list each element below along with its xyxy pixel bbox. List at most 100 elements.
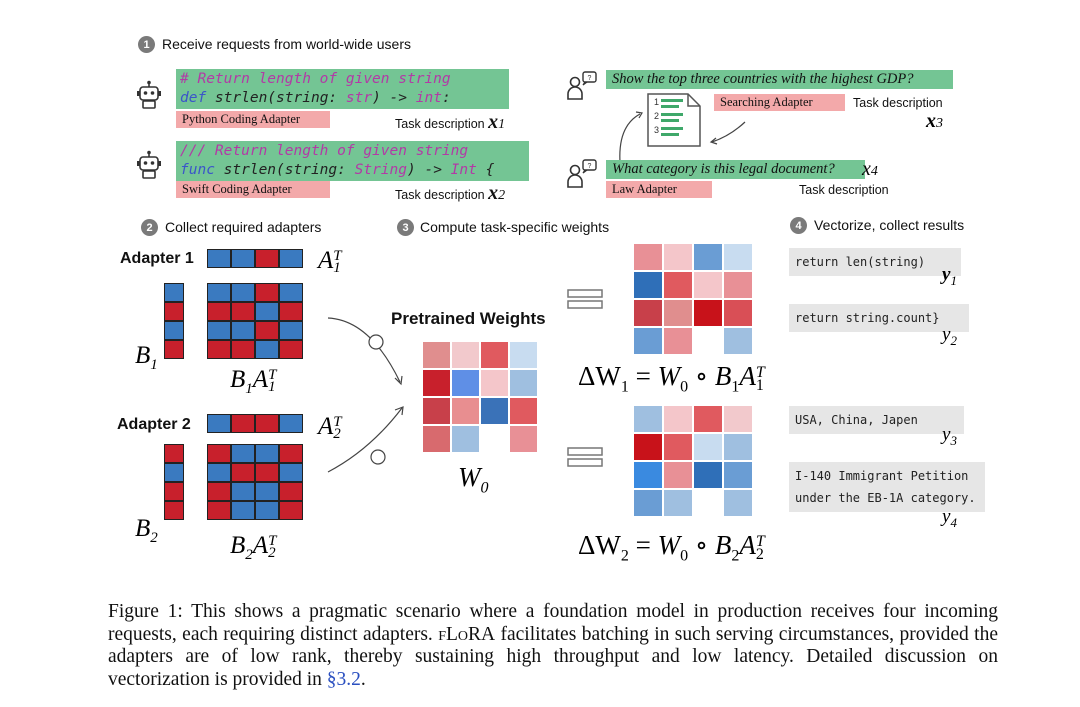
result-y2-box: return string.count} xyxy=(789,304,969,332)
delta-w2-matrix-cell xyxy=(723,461,753,489)
a2-row-matrix-cell xyxy=(231,414,255,433)
step-2-text: Collect required adapters xyxy=(165,219,322,235)
delta-w2-matrix-cell xyxy=(663,405,693,433)
adapter-1-label: Adapter 1 xyxy=(120,250,194,267)
python-code-request: # Return length of given string def strl… xyxy=(176,69,509,109)
b2a2-product-matrix-cell xyxy=(207,501,231,520)
step-2-badge: 2 xyxy=(141,219,158,236)
a1-row-matrix-cell xyxy=(255,249,279,268)
b2a2-product-matrix-cell xyxy=(231,482,255,501)
figure-caption: Figure 1: This shows a pragmatic scenari… xyxy=(108,601,998,690)
b2a2-product-matrix-cell xyxy=(279,501,303,520)
delta-w1-matrix-cell xyxy=(663,271,693,299)
a2-row-matrix-cell xyxy=(255,414,279,433)
w0-matrix-cell xyxy=(422,425,451,453)
b1a1-product-matrix-cell xyxy=(207,340,231,359)
delta-w1-matrix-cell xyxy=(693,243,723,271)
document-icon: 1 2 3 xyxy=(647,93,701,147)
delta-w2-matrix-cell xyxy=(693,405,723,433)
w0-label: W0 xyxy=(458,462,489,497)
b2a2-product-matrix-cell xyxy=(231,444,255,463)
b1a1-product-matrix-cell xyxy=(231,302,255,321)
b1a1-product-matrix-cell xyxy=(207,283,231,302)
robot-icon xyxy=(137,80,161,109)
delta-w1-matrix-cell xyxy=(693,299,723,327)
delta-w1-matrix-cell xyxy=(693,271,723,299)
a1-row-matrix-cell xyxy=(231,249,255,268)
step-3-badge: 3 xyxy=(397,219,414,236)
python-adapter-tag: Python Coding Adapter xyxy=(176,111,330,128)
w0-matrix-cell xyxy=(480,425,509,453)
swift-task-description: Task description x2 xyxy=(395,182,506,204)
w0-matrix-cell xyxy=(451,425,480,453)
compose-arrows xyxy=(327,317,404,473)
delta-w1-matrix-cell xyxy=(723,271,753,299)
b2a2-product-matrix-cell xyxy=(255,501,279,520)
b2a2-product-matrix-cell xyxy=(255,444,279,463)
searching-adapter-tag: Searching Adapter xyxy=(714,94,845,111)
b1a1-product-matrix-cell xyxy=(255,321,279,340)
delta-w2-matrix-cell xyxy=(693,489,723,517)
b2-column-matrix-cell xyxy=(164,444,184,463)
law-adapter-tag: Law Adapter xyxy=(606,181,712,198)
delta-w2-matrix-cell xyxy=(633,461,663,489)
b1a1-product-matrix-cell xyxy=(255,283,279,302)
svg-text:3: 3 xyxy=(654,125,659,135)
delta-w1-matrix-cell xyxy=(633,299,663,327)
python-task-description: Task description x1 xyxy=(395,111,506,133)
b1-column-matrix-cell xyxy=(164,283,184,302)
svg-text:?: ? xyxy=(588,75,592,82)
b1a1-product-matrix-cell xyxy=(231,340,255,359)
b1-column-matrix-cell xyxy=(164,340,184,359)
svg-text:?: ? xyxy=(588,163,592,170)
a2-row-matrix-cell xyxy=(279,414,303,433)
delta-w2-matrix-cell xyxy=(723,489,753,517)
section-reference-link[interactable]: §3.2 xyxy=(326,668,361,690)
b2-column-matrix-cell xyxy=(164,482,184,501)
b2a2-product-matrix-cell xyxy=(279,482,303,501)
b1-column-matrix-cell xyxy=(164,302,184,321)
w0-matrix-cell xyxy=(480,369,509,397)
b2a2-product-matrix-cell xyxy=(279,463,303,482)
b2a2-product-matrix-cell xyxy=(279,444,303,463)
y1-variable: y1 xyxy=(942,264,957,288)
gdp-task-description: Task description xyxy=(853,96,943,110)
delta-w1-matrix-cell xyxy=(633,271,663,299)
step-1-badge: 1 xyxy=(138,36,155,53)
user-chat-icon: ? xyxy=(567,71,597,100)
pretrained-weights-label: Pretrained Weights xyxy=(391,309,546,328)
delta-w2-matrix-cell xyxy=(723,405,753,433)
a1-row-matrix-cell xyxy=(207,249,231,268)
svg-text:1: 1 xyxy=(654,97,659,107)
b2-column-matrix-cell xyxy=(164,463,184,482)
delta-w1-matrix-cell xyxy=(723,327,753,355)
b2a2-product-matrix-cell xyxy=(255,463,279,482)
b1a1-product-matrix-cell xyxy=(279,283,303,302)
legal-task-description: Task description xyxy=(799,183,889,197)
b1a1-product-matrix-cell xyxy=(255,302,279,321)
w0-matrix-cell xyxy=(422,341,451,369)
a1-row-matrix-cell xyxy=(279,249,303,268)
y2-variable: y2 xyxy=(942,324,957,348)
delta-w1-matrix-cell xyxy=(663,243,693,271)
gdp-question-request: Show the top three countries with the hi… xyxy=(606,70,953,89)
result-y4-box: I-140 Immigrant Petition under the EB-1A… xyxy=(789,462,985,512)
delta-w1-matrix-cell xyxy=(663,299,693,327)
w0-matrix-cell xyxy=(509,425,538,453)
b2a2-product-matrix-cell xyxy=(207,444,231,463)
delta-w2-matrix-cell xyxy=(723,433,753,461)
b1a1-product-matrix-cell xyxy=(207,321,231,340)
w0-matrix-cell xyxy=(509,397,538,425)
b2a2-product-matrix-cell xyxy=(255,482,279,501)
b2a2-product-matrix-cell xyxy=(231,501,255,520)
swift-adapter-tag: Swift Coding Adapter xyxy=(176,181,330,198)
w0-matrix-cell xyxy=(480,341,509,369)
delta-w1-matrix-cell xyxy=(723,243,753,271)
step-3-text: Compute task-specific weights xyxy=(420,219,610,235)
